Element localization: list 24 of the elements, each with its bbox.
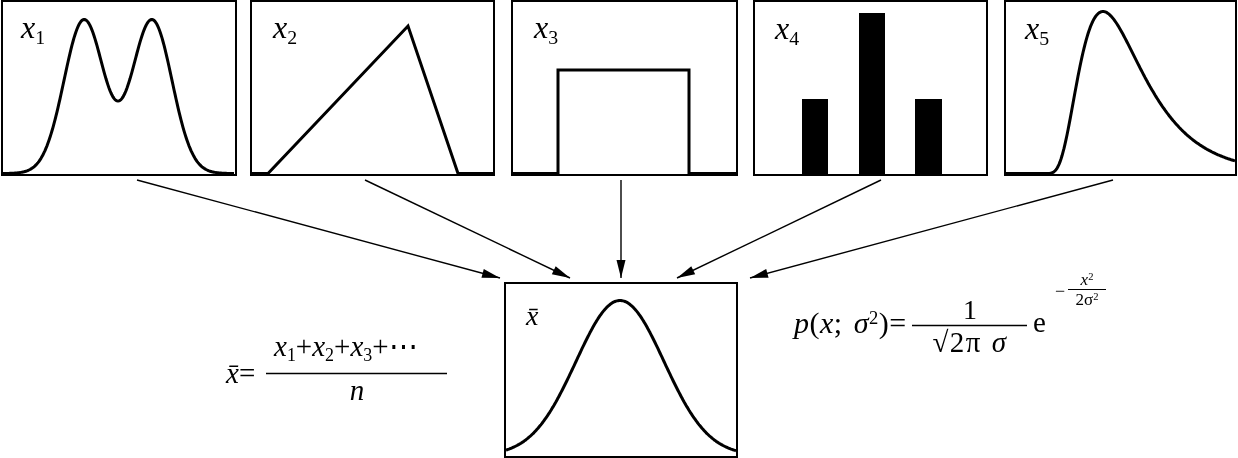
arrow (136, 179, 501, 279)
formula-text: x̄= (226, 359, 256, 388)
arrow (749, 179, 1114, 279)
variable-label: x$_{2}$ (273, 11, 298, 43)
fraction-denominator: n (349, 376, 365, 405)
variable-label: x$_{3}$ (534, 11, 559, 43)
arrow (364, 179, 571, 279)
distribution-panel (250, 0, 495, 176)
fraction-numerator: x$_{1}$+x$_{2}$+x$_{3}$+⋯ (274, 332, 418, 361)
arrow (676, 179, 882, 279)
formula-text: e (1033, 308, 1046, 337)
exponent-denominator: 2σ$^{2}$ (1075, 291, 1099, 308)
arrow (616, 179, 626, 279)
variable-label: x$_{4}$ (775, 12, 800, 44)
exponent-numerator: x$^{2}$ (1080, 271, 1094, 288)
fraction-denominator: √2π σ (932, 328, 1008, 357)
exponent-sign: − (1054, 282, 1066, 300)
fraction-numerator: 1 (963, 296, 977, 324)
variable-label: x$_{1}$ (21, 11, 46, 43)
distribution-panel (511, 0, 738, 176)
variable-label: x$_{5}$ (1025, 12, 1050, 44)
variable-label: x̄ (526, 302, 539, 330)
distribution-panel (753, 0, 988, 176)
formula-text: p(x; σ$^{2}$)= (794, 308, 907, 338)
